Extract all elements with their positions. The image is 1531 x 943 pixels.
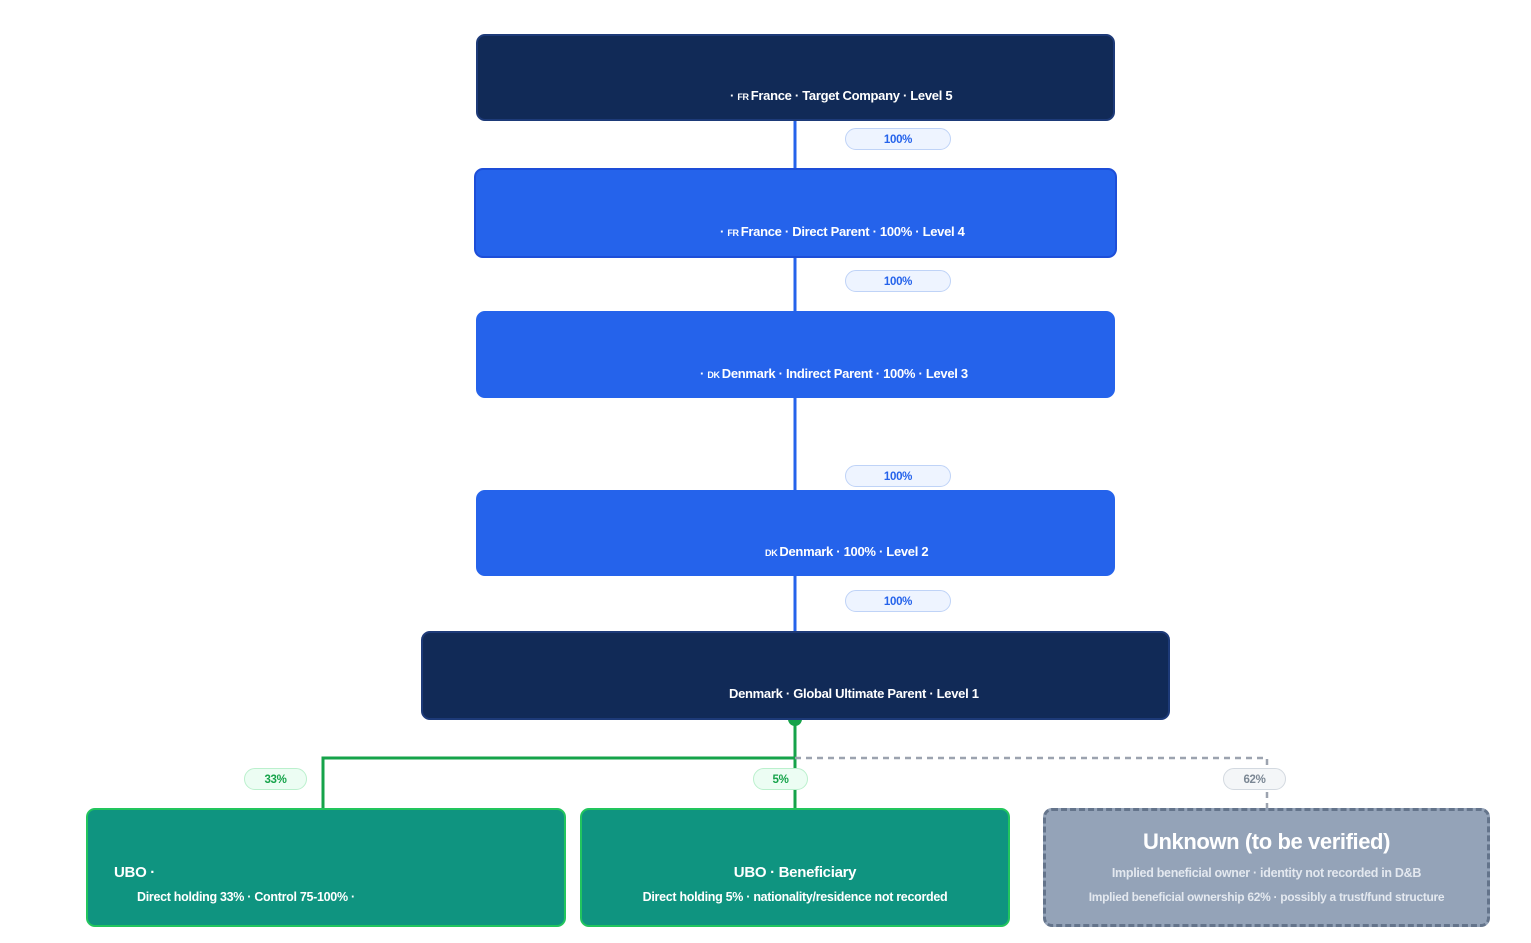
edge-pill-l3-l2: 100% (845, 465, 951, 487)
node-unknown-title: Unknown (to be verified) (1142, 829, 1391, 854)
flag-dk-icon: DK (707, 370, 720, 380)
node-level-1-subtitle: Denmark · Global Ultimate Parent · Level… (729, 686, 979, 701)
node-ubo-2[interactable]: UBO · Beneficiary Direct holding 5% · na… (580, 808, 1010, 927)
connector-unknown (795, 756, 1269, 808)
node-ubo-2-role: UBO · Beneficiary (733, 864, 857, 881)
edge-pill-ubo1: 33% (244, 768, 307, 790)
node-ubo-1-role: UBO · (114, 864, 155, 881)
edge-pill-ubo2: 5% (753, 768, 808, 790)
connector-ubo1 (321, 720, 797, 808)
node-unknown-line2: Implied beneficial ownership 62% · possi… (1088, 890, 1445, 904)
node-ubo-1-detail: Direct holding 33% · Control 75-100% · (137, 890, 355, 904)
node-level-1[interactable]: Denmark · Global Ultimate Parent · Level… (421, 631, 1170, 720)
flag-fr-icon: FR (727, 228, 739, 238)
node-unknown-owner[interactable]: Unknown (to be verified) Implied benefic… (1043, 808, 1490, 927)
edge-pill-l4-l3: 100% (845, 270, 951, 292)
edge-pill-l2-l1: 100% (845, 590, 951, 612)
node-unknown-line1: Implied beneficial owner · identity not … (1111, 866, 1422, 880)
node-ubo-2-detail: Direct holding 5% · nationality/residenc… (642, 890, 948, 904)
flag-fr-icon: FR (737, 92, 749, 102)
flag-dk-icon: DK (765, 548, 778, 558)
node-ubo-1[interactable]: UBO · Direct holding 33% · Control 75-10… (86, 808, 566, 927)
edge-pill-l5-l4: 100% (845, 128, 951, 150)
edge-pill-unknown: 62% (1223, 768, 1286, 790)
